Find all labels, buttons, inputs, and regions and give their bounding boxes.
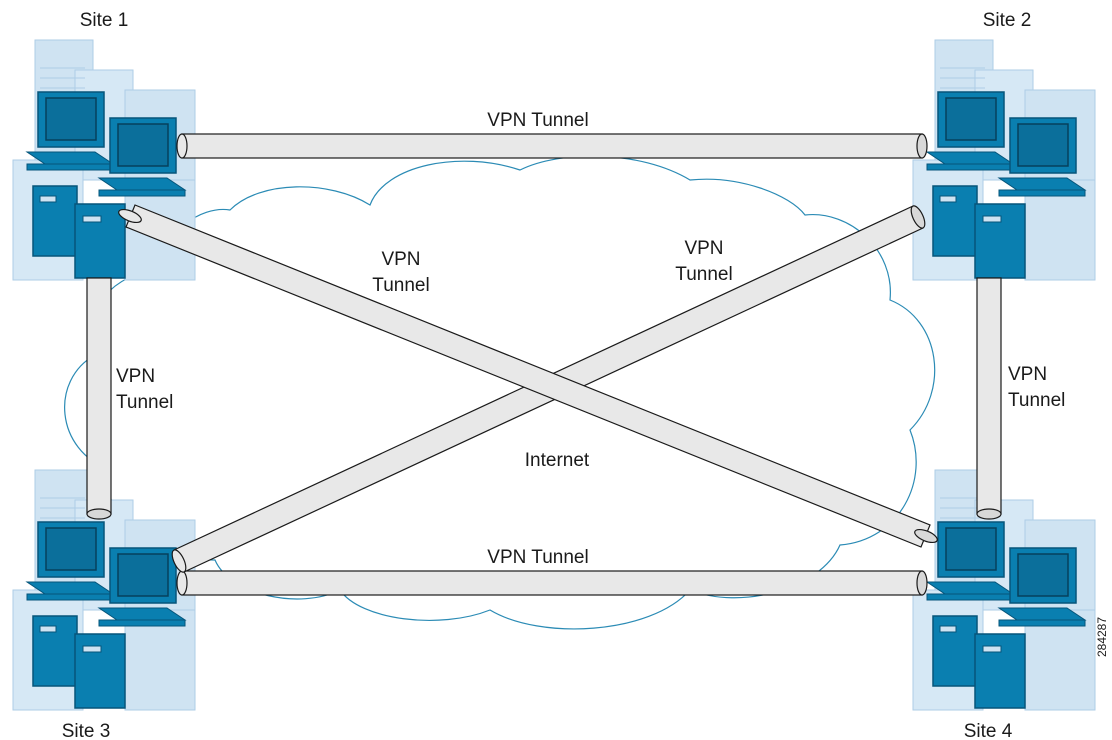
tunnel-site1-site2-label: VPN Tunnel (487, 110, 588, 131)
tunnel-site1-site3-label-line1: VPN (116, 366, 155, 387)
tunnel-site1-site3 (86, 277, 112, 520)
tunnel-site3-site4-label: VPN Tunnel (487, 547, 588, 568)
figure-id: 284287 (1095, 617, 1109, 657)
tunnel-site3-site2-label-line1: VPN (684, 238, 723, 259)
site2-label: Site 2 (983, 10, 1032, 31)
site4-cluster (912, 469, 1096, 711)
internet-label: Internet (525, 450, 590, 471)
site1-label: Site 1 (80, 10, 129, 31)
tunnel-site3-site4 (176, 570, 928, 596)
site4-label: Site 4 (964, 721, 1013, 740)
site2-cluster (912, 39, 1096, 281)
tunnel-site2-site4 (976, 277, 1002, 520)
tunnel-site1-site2 (176, 133, 928, 159)
tunnel-site1-site4-label-line1: VPN (381, 249, 420, 270)
tunnel-site1-site3-label-line2: Tunnel (116, 392, 173, 413)
tunnel-site1-site4-label-line2: Tunnel (372, 275, 429, 296)
tunnel-site2-site4-label-line1: VPN (1008, 364, 1047, 385)
site3-label: Site 3 (62, 721, 111, 740)
tunnel-site1-site4 (118, 204, 938, 548)
tunnel-site2-site4-label-line2: Tunnel (1008, 390, 1065, 411)
tunnel-site3-site2-label-line2: Tunnel (675, 264, 732, 285)
